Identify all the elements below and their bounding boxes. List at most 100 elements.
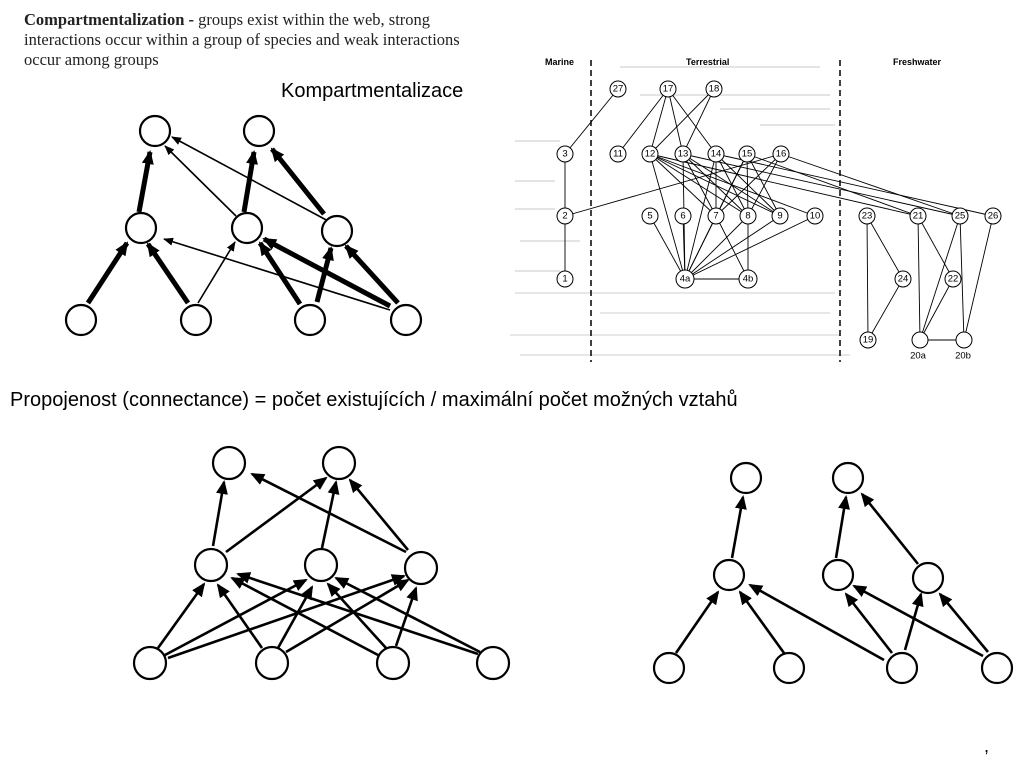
food-web-link <box>257 241 303 306</box>
species-node <box>293 303 327 337</box>
food-web-link <box>136 150 154 213</box>
food-web-link <box>674 590 720 654</box>
svg-text:6: 6 <box>680 211 685 222</box>
species-node <box>821 558 855 592</box>
species-node <box>138 114 172 148</box>
svg-text:14: 14 <box>711 149 722 160</box>
svg-text:4a: 4a <box>680 274 691 285</box>
species-node-15: 15 <box>738 145 756 163</box>
food-web-link <box>344 244 400 305</box>
species-node-11: 11 <box>609 145 627 163</box>
species-node <box>403 550 439 586</box>
svg-text:5: 5 <box>647 211 652 222</box>
species-node <box>729 461 763 495</box>
background-text-texture <box>510 66 850 356</box>
species-node-21: 21 <box>909 207 927 225</box>
species-node <box>389 303 423 337</box>
species-node <box>475 645 511 681</box>
food-web-link <box>938 592 990 653</box>
species-node-4a: 4a <box>675 269 695 289</box>
food-web-link <box>211 480 228 547</box>
svg-text:16: 16 <box>776 149 787 160</box>
high-connectance-diagram <box>132 445 511 681</box>
connectance-definition: Propojenost (connectance) = počet existu… <box>10 389 738 411</box>
food-web-link <box>145 242 191 305</box>
species-node-9: 9 <box>771 207 789 225</box>
species-node-20a: 20a <box>910 331 929 362</box>
species-node-7: 7 <box>707 207 725 225</box>
svg-text:27: 27 <box>613 84 624 95</box>
food-web-link <box>262 236 392 309</box>
species-node-12: 12 <box>641 145 659 163</box>
food-web-link <box>844 592 894 654</box>
species-node-1: 1 <box>556 270 574 288</box>
food-web-link <box>348 478 410 551</box>
svg-text:20a: 20a <box>910 351 927 362</box>
food-web-link <box>241 150 258 213</box>
species-node <box>303 547 339 583</box>
svg-text:26: 26 <box>988 211 999 222</box>
species-node-6: 6 <box>674 207 692 225</box>
footer-mark: , <box>984 736 990 756</box>
food-web-link <box>230 576 379 657</box>
svg-text:22: 22 <box>948 274 959 285</box>
compartmentalization-definition: Compartmentalization - groups exist with… <box>24 10 494 70</box>
species-node <box>230 211 264 245</box>
food-web-link <box>852 584 984 658</box>
svg-text:10: 10 <box>810 211 821 222</box>
habitat-web-links <box>564 88 994 341</box>
species-node <box>321 445 357 481</box>
svg-text:19: 19 <box>863 335 874 346</box>
svg-text:8: 8 <box>745 211 750 222</box>
svg-text:11: 11 <box>613 149 623 160</box>
species-node-25: 25 <box>951 207 969 225</box>
svg-text:1: 1 <box>562 274 567 285</box>
compartmentalization-czech-label: Kompartmentalizace <box>281 80 464 102</box>
species-node <box>132 645 168 681</box>
food-web-link <box>216 583 264 649</box>
svg-text:7: 7 <box>713 211 718 222</box>
svg-text:17: 17 <box>663 84 674 95</box>
food-web-link <box>326 582 387 649</box>
svg-text:4b: 4b <box>743 274 754 285</box>
food-web-link <box>738 590 786 654</box>
svg-text:24: 24 <box>898 274 909 285</box>
species-node <box>193 547 229 583</box>
food-web-link <box>85 241 130 305</box>
food-web-link <box>334 576 481 654</box>
species-node <box>712 558 746 592</box>
definition-term: Compartmentalization - <box>24 10 195 29</box>
species-node-17: 17 <box>659 80 677 98</box>
species-node-4b: 4b <box>738 269 758 289</box>
svg-text:18: 18 <box>709 84 720 95</box>
food-web-link <box>394 586 418 647</box>
food-web-link <box>285 578 410 654</box>
species-node <box>375 645 411 681</box>
species-node <box>254 645 290 681</box>
food-web-link <box>197 241 236 304</box>
food-web-link <box>236 572 479 656</box>
svg-text:21: 21 <box>913 211 924 222</box>
species-node-8: 8 <box>739 207 757 225</box>
svg-text:2: 2 <box>562 211 567 222</box>
species-node <box>211 445 247 481</box>
food-web-link <box>163 237 391 311</box>
species-node-5: 5 <box>641 207 659 225</box>
species-node-24: 24 <box>894 270 912 288</box>
species-node-20b: 20b <box>955 331 973 362</box>
zone-label-marine: Marine <box>545 57 574 67</box>
food-web-link <box>860 492 920 565</box>
low-connectance-diagram <box>652 461 1014 685</box>
food-web-link <box>270 147 326 216</box>
species-node-22: 22 <box>944 270 962 288</box>
svg-text:15: 15 <box>742 149 753 160</box>
food-web-link <box>164 145 237 217</box>
species-node-16: 16 <box>772 145 790 163</box>
species-node <box>652 651 686 685</box>
habitat-food-web: Marine Terrestrial Freshwater <box>510 57 1002 362</box>
species-node-27: 27 <box>609 80 627 98</box>
species-node-18: 18 <box>705 80 723 98</box>
species-node-14: 14 <box>707 145 725 163</box>
food-web-link <box>314 246 334 303</box>
species-node <box>179 303 213 337</box>
